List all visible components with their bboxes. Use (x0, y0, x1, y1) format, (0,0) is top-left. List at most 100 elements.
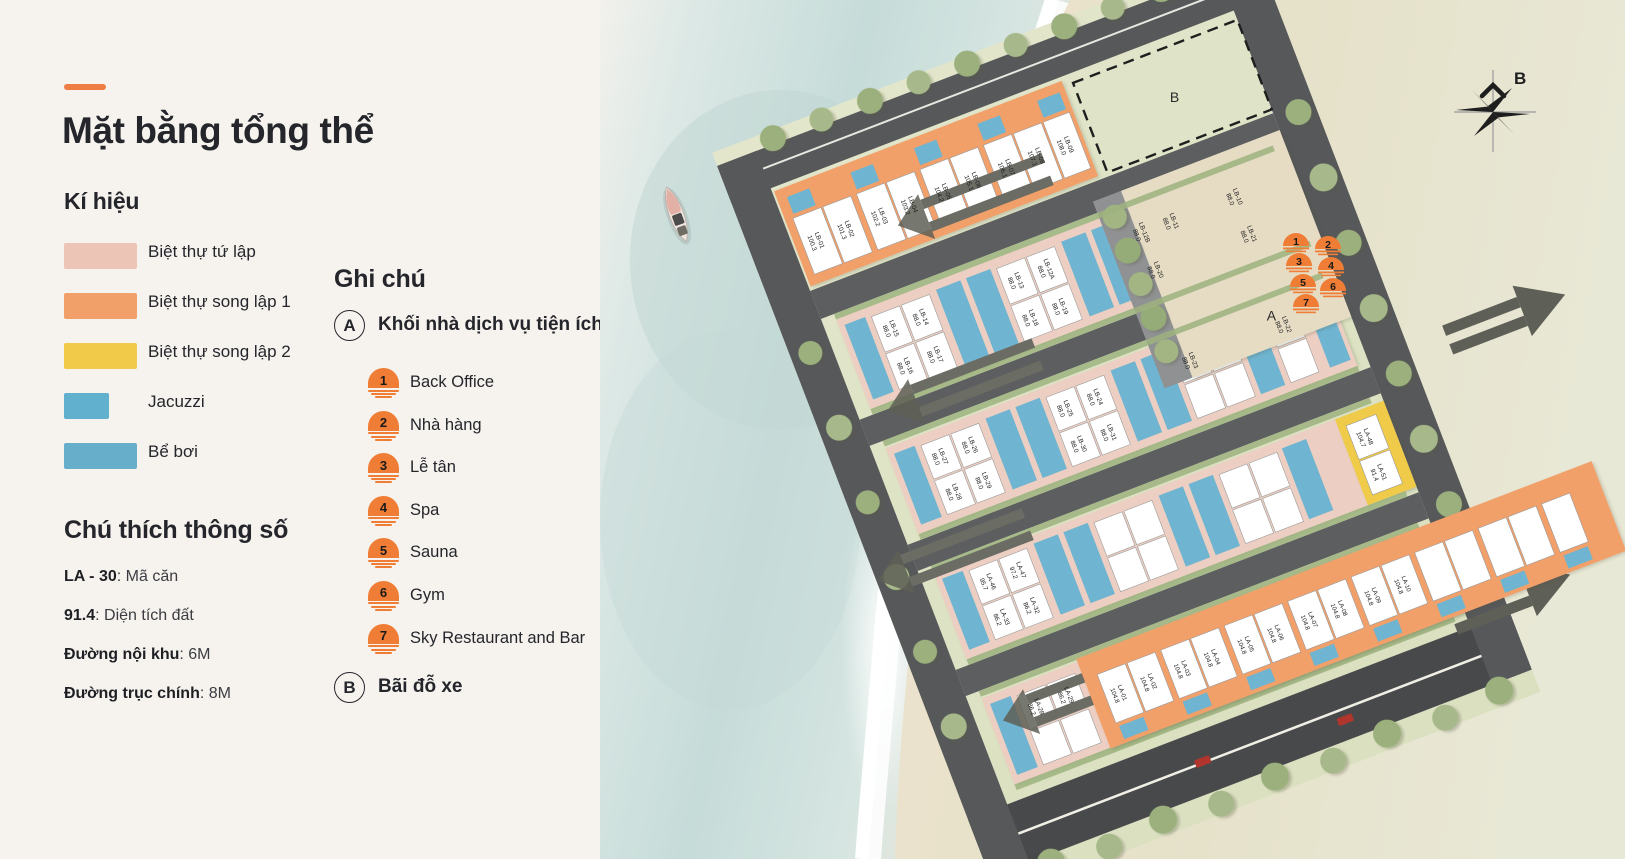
sunset-icon: 3 (368, 453, 399, 484)
boat-icon (663, 186, 691, 245)
legend-label-jacuzzi: Jacuzzi (148, 392, 205, 411)
parameter-row: LA - 30: Mã căn (64, 568, 354, 607)
list-item: 5 Sauna (368, 538, 658, 581)
list-item: 7 Sky Restaurant and Bar (368, 623, 658, 667)
badge-letter-a: A (334, 310, 365, 341)
amenity-label: Back Office (410, 373, 495, 391)
legend-swatch-quad (64, 243, 137, 269)
compass-north-label: B (1514, 69, 1526, 88)
map-sunset-icon-7[interactable]: 7 (1293, 294, 1319, 314)
road-perimeter-left (717, 150, 1030, 859)
unit-area: 88.0 (1050, 302, 1061, 317)
amenity-list: 1 Back Office 2 Nhà hàng 3 Lễ tân (368, 368, 658, 666)
parameter-key: Đường trục chính (64, 685, 200, 702)
amenity-markers-map[interactable]: 1 2 3 (1283, 233, 1346, 314)
parameter-key: LA - 30 (64, 568, 117, 585)
amenity-label: Sky Restaurant and Bar (410, 628, 586, 647)
site-map[interactable]: B (600, 0, 1625, 859)
unit-area: 88.0 (1161, 217, 1172, 232)
road-internal (907, 367, 1381, 572)
map-sunset-icon-3[interactable]: 3 (1286, 253, 1312, 273)
site-map-svg[interactable]: B (600, 0, 1625, 859)
legend-item-duplex1: Biệt thự song lập 1 (64, 288, 344, 338)
notes-group-b-label: Bãi đỗ xe (378, 676, 463, 697)
unit-area: 88.0 (911, 313, 922, 328)
parameter-key: Đường nội khu (64, 646, 180, 663)
map-sunset-icon-1[interactable]: 1 (1283, 233, 1309, 253)
parameters-list: LA - 30: Mã căn 91.4: Diện tích đất Đườn… (64, 568, 354, 724)
map-sunset-icon-5[interactable]: 5 (1290, 274, 1316, 294)
legend-item-jacuzzi: Jacuzzi (64, 388, 344, 438)
unit-area: 88.0 (1055, 404, 1066, 419)
amenity-number: 5 (379, 542, 388, 558)
unit-area: 88.0 (1145, 266, 1156, 281)
svg-text:2: 2 (1325, 239, 1331, 251)
car-icon (1336, 713, 1354, 726)
legend-swatch-duplex1 (64, 293, 137, 319)
compass-rose: B (1454, 69, 1536, 152)
parameter-value: 6M (188, 646, 211, 663)
road-internal (955, 492, 1429, 697)
zone-b-parking[interactable] (1071, 18, 1274, 175)
map-sunset-icon-6[interactable]: 6 (1320, 278, 1346, 298)
amenity-label: Spa (410, 500, 440, 519)
tree-row-bottom (1036, 676, 1514, 859)
parameter-sep: : (179, 646, 189, 663)
unit-area: 97.2 (1008, 566, 1019, 581)
amenity-number: 6 (379, 585, 388, 601)
svg-text:3: 3 (1296, 256, 1302, 268)
amenity-building (1120, 130, 1352, 378)
unit-area: 88.0 (1036, 265, 1047, 280)
amenity-label: Gym (410, 585, 445, 604)
notes-group-a-label: Khối nhà dịch vụ tiện ích (378, 314, 603, 335)
unit-area: 88.0 (925, 350, 936, 365)
unit-cells (968, 413, 1403, 641)
legend-list: Biệt thự tứ lập Biệt thự song lập 1 Biệt… (64, 238, 344, 488)
list-item: 1 Back Office (368, 368, 658, 411)
svg-text:5: 5 (1300, 277, 1306, 289)
unit-area: 95.7 (978, 577, 989, 592)
sunset-icon: 5 (368, 538, 399, 569)
page-title: Mặt bằng tổng thể (62, 110, 374, 151)
parameters-heading: Chú thích thông số (64, 516, 289, 544)
road-centerline (723, 0, 1266, 185)
unit-area: 88.0 (960, 441, 971, 456)
legend-swatch-jacuzzi (64, 393, 109, 419)
amenity-number: 2 (379, 415, 388, 431)
badge-letter-b: B (334, 672, 365, 703)
legend-label-quad: Biệt thự tứ lập (148, 242, 256, 261)
unit-area: 86.2 (1056, 691, 1067, 706)
unit-area: 88.0 (881, 324, 892, 339)
car-icon (1194, 755, 1212, 768)
unit-area: 88.0 (1098, 428, 1109, 443)
parameter-row: Đường nội khu: 6M (64, 646, 354, 685)
pools (942, 439, 1334, 650)
parameter-row: 91.4: Diện tích đất (64, 607, 354, 646)
map-sunset-icon-4[interactable]: 4 (1318, 257, 1344, 277)
legend-item-quad: Biệt thự tứ lập (64, 238, 344, 288)
beach-walkways (877, 153, 1150, 735)
sunset-icon: 6 (368, 580, 399, 612)
jacuzzis (786, 92, 1066, 214)
parameter-row: Đường trục chính: 8M (64, 685, 354, 724)
legend-item-duplex2: Biệt thự song lập 2 (64, 338, 344, 388)
amenity-label: Nhà hàng (410, 415, 482, 434)
map-sunset-icon-2[interactable]: 2 (1315, 236, 1341, 256)
amenity-number: 3 (379, 457, 388, 473)
quad-row-3[interactable] (933, 400, 1417, 660)
parameter-value: Diện tích đất (104, 607, 194, 624)
legend-swatch-duplex2 (64, 343, 137, 369)
legend-item-pool: Bể bơi (64, 438, 344, 488)
parameter-sep: : (199, 685, 209, 702)
legend-heading: Kí hiệu (64, 188, 140, 214)
unit-area: 88.0 (973, 476, 984, 491)
unit-area: 86.2 (991, 613, 1002, 628)
sunset-icon: 2 (368, 410, 399, 442)
tree-row-right (1285, 99, 1489, 584)
unit-area: 88.0 (1020, 314, 1031, 329)
road-centerline-main (978, 639, 1522, 850)
unit-area: 88.0 (1273, 320, 1284, 335)
list-item: 2 Nhà hàng (368, 410, 658, 454)
